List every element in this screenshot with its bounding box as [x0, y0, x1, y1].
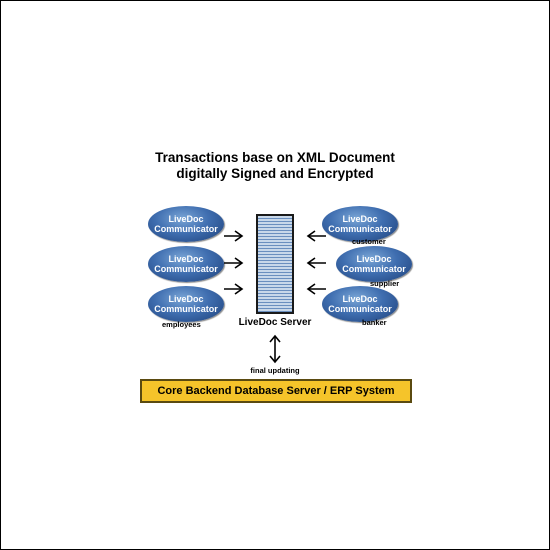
core-database-label: Core Backend Database Server / ERP Syste… — [157, 385, 395, 397]
left-arrow-icon — [306, 283, 326, 295]
right-arrow-icon — [224, 257, 244, 269]
title-line-1: Transactions base on XML Document — [155, 150, 395, 165]
communicator-node-right-2: LiveDoc Communicator — [336, 246, 412, 282]
communicator-node-right-1: LiveDoc Communicator — [322, 206, 398, 242]
banker-label: banker — [362, 318, 387, 327]
node-label-line-2: Communicator — [154, 224, 218, 234]
node-label-line-2: Communicator — [154, 264, 218, 274]
node-label-line-1: LiveDoc — [168, 294, 204, 304]
communicator-node-right-3: LiveDoc Communicator — [322, 286, 398, 322]
employees-label: employees — [162, 320, 201, 329]
node-label-line-1: LiveDoc — [356, 254, 392, 264]
right-arrow-icon — [224, 283, 244, 295]
node-label-line-1: LiveDoc — [168, 254, 204, 264]
communicator-node-left-2: LiveDoc Communicator — [148, 246, 224, 282]
node-label-line-1: LiveDoc — [168, 214, 204, 224]
node-label-line-2: Communicator — [154, 304, 218, 314]
title-line-2: digitally Signed and Encrypted — [176, 166, 374, 181]
node-label-line-2: Communicator — [328, 304, 392, 314]
right-arrow-icon — [224, 230, 244, 242]
final-updating-label: final updating — [250, 366, 300, 375]
communicator-node-left-1: LiveDoc Communicator — [148, 206, 224, 242]
core-database-box: Core Backend Database Server / ERP Syste… — [140, 379, 412, 403]
left-arrow-icon — [306, 230, 326, 242]
supplier-label: supplier — [370, 279, 400, 288]
livedoc-server — [256, 214, 294, 314]
diagram-title: Transactions base on XML Document digita… — [100, 150, 450, 182]
customer-label: customer — [352, 237, 386, 246]
node-label-line-1: LiveDoc — [342, 214, 378, 224]
server-label: LiveDoc Server — [238, 317, 312, 328]
left-arrow-icon — [306, 257, 326, 269]
node-label-line-2: Communicator — [328, 224, 392, 234]
communicator-node-left-3: LiveDoc Communicator — [148, 286, 224, 322]
node-label-line-2: Communicator — [342, 264, 406, 274]
double-arrow-vertical-icon — [269, 334, 281, 364]
node-label-line-1: LiveDoc — [342, 294, 378, 304]
